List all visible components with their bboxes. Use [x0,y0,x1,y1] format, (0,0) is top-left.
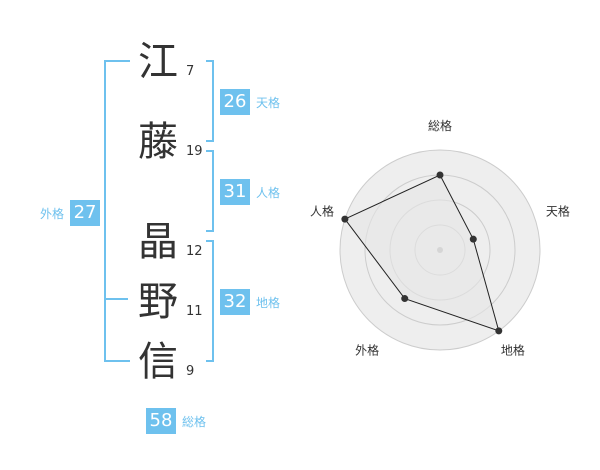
chikaku-bracket [206,240,214,362]
radar-point-4 [401,295,409,303]
gaikaku-label: 外格 [40,206,65,221]
radar-axis-label-2: 天格 [546,204,570,219]
soukaku-value: 58 [146,408,176,434]
soukaku-label: 総格 [182,414,207,429]
gaikaku-badge: 外格 27 [40,200,101,226]
chikaku-badge: 32 地格 [220,289,280,315]
radar-point-2 [469,235,477,243]
radar-point-3 [495,327,503,335]
radar-point-5 [341,215,349,223]
name-char-3: 晶 [138,219,178,265]
name-char-2: 藤 [138,119,178,165]
soukaku-badge: 58 総格 [146,408,206,434]
stroke-count-5: 9 [186,364,195,379]
tenkaku-bracket [206,60,214,142]
radar-axis-label-5: 人格 [310,204,334,219]
jinkaku-value: 31 [220,179,250,205]
stroke-count-1: 7 [186,64,195,79]
chikaku-label: 地格 [256,295,281,310]
name-char-4: 野 [138,279,178,325]
name-char-1: 江 [138,39,178,85]
radar-axis-label-1: 総格 [428,118,452,133]
stroke-count-2: 19 [186,144,203,159]
radar-axis-label-4: 外格 [355,342,379,357]
chikaku-value: 32 [220,289,250,315]
gaikaku-bracket [104,60,130,362]
jinkaku-badge: 31 人格 [220,179,280,205]
jinkaku-label: 人格 [256,185,281,200]
gaikaku-bracket-tick [104,298,128,300]
radar-axis-label-3: 地格 [501,342,525,357]
radar-point-1 [436,171,444,179]
tenkaku-badge: 26 天格 [220,89,280,115]
radar-series-polygon [344,174,500,332]
tenkaku-label: 天格 [256,95,281,110]
tenkaku-value: 26 [220,89,250,115]
name-char-5: 信 [138,339,178,385]
gaikaku-value: 27 [70,200,101,226]
jinkaku-bracket [206,150,214,232]
stroke-count-4: 11 [186,304,203,319]
stroke-count-3: 12 [186,244,203,259]
